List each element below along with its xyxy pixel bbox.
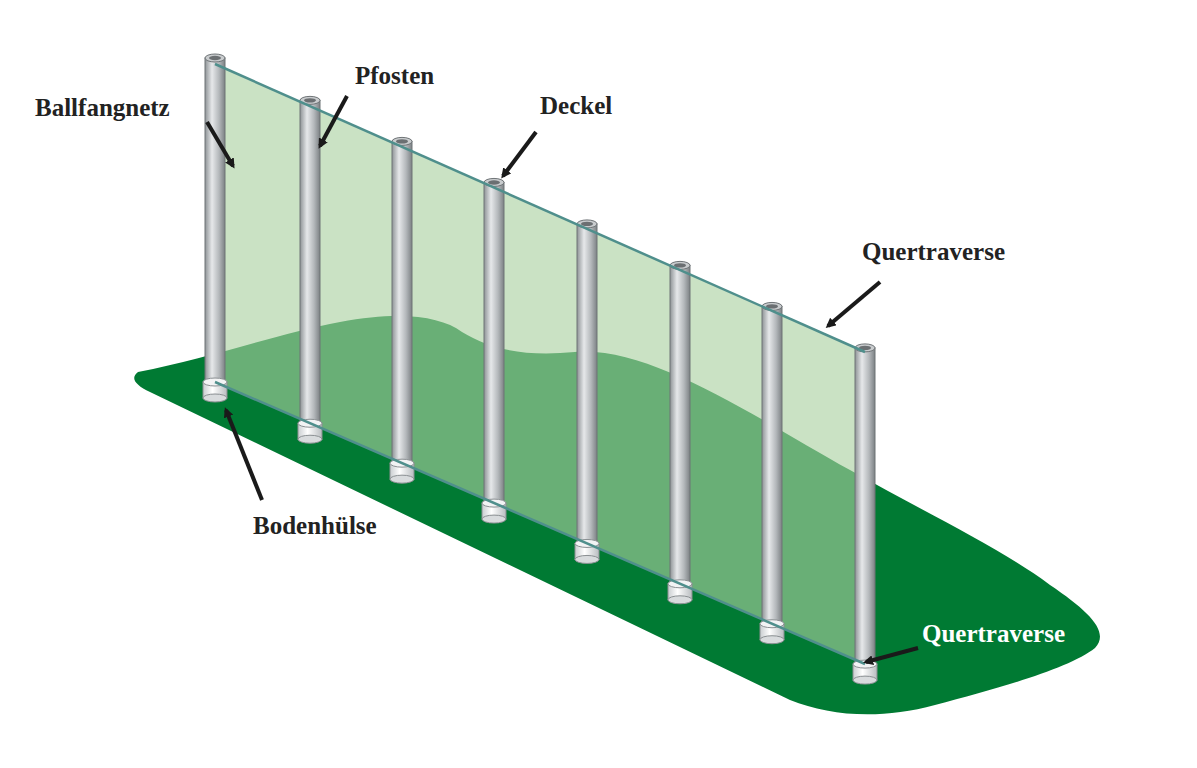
post-body xyxy=(577,224,597,544)
post xyxy=(482,178,506,523)
post-cap-hole xyxy=(396,139,408,143)
post xyxy=(668,261,692,603)
posts xyxy=(203,54,877,684)
part-label: Deckel xyxy=(540,92,612,120)
leader-arrows xyxy=(207,96,918,662)
leader-arrow xyxy=(503,132,536,176)
ground-sleeve-base xyxy=(760,636,784,644)
post-body xyxy=(855,348,875,664)
post-body xyxy=(670,265,690,583)
post-cap xyxy=(205,54,225,62)
bottom-crossbar xyxy=(215,382,865,664)
part-label: Ballfangnetz xyxy=(35,94,170,122)
post-cap-hole xyxy=(209,56,221,60)
leader-arrow xyxy=(320,96,347,146)
post-cap-hole xyxy=(581,222,593,226)
ground-sleeve-base xyxy=(298,435,322,443)
post-body xyxy=(762,306,782,623)
top-crossbar xyxy=(215,64,865,352)
post xyxy=(390,137,414,483)
post xyxy=(760,302,784,643)
leader-arrow xyxy=(207,122,233,166)
ground-sleeve-base xyxy=(668,596,692,604)
ground-sleeve-base xyxy=(203,394,227,402)
ground-sleeve-base xyxy=(390,475,414,483)
part-label: Pfosten xyxy=(355,62,434,90)
post-cap-hole xyxy=(304,98,316,102)
post xyxy=(298,96,322,443)
post xyxy=(203,54,227,402)
leader-arrow xyxy=(226,410,262,500)
post xyxy=(575,220,599,564)
post-body xyxy=(300,100,320,423)
post xyxy=(853,344,877,684)
ground-sleeve-base xyxy=(853,676,877,684)
part-label: Quertraverse xyxy=(922,620,1065,648)
ball-net xyxy=(215,64,865,664)
post-body xyxy=(205,58,225,382)
post-body xyxy=(392,141,412,463)
ground-sleeve-base xyxy=(482,515,506,523)
post-cap-hole xyxy=(488,180,500,184)
ground-sleeve-base xyxy=(575,555,599,563)
part-label: Bodenhülse xyxy=(253,512,377,540)
post-body xyxy=(484,182,504,503)
part-label: Quertraverse xyxy=(862,238,1005,266)
leader-arrow xyxy=(866,648,918,662)
leader-arrow xyxy=(828,282,880,326)
